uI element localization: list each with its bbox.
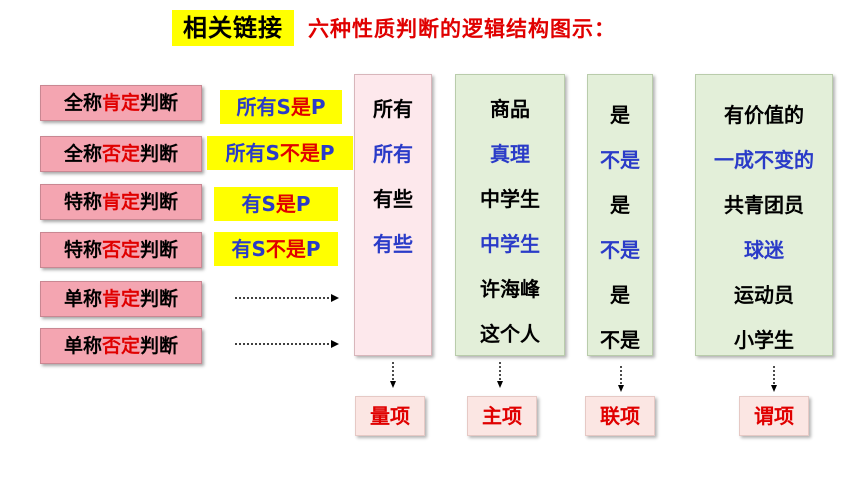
term-copula: 联项 <box>585 396 655 436</box>
page-title: 六种性质判断的逻辑结构图示： <box>308 17 616 41</box>
predicate-item: 小学生 <box>734 328 794 352</box>
judgment-particular-affirmative: 特称肯定判断 <box>40 184 202 220</box>
judgment-particular-negative: 特称否定判断 <box>40 232 202 268</box>
copula-column: 是 不是 是 不是 是 不是 <box>587 74 653 356</box>
formula-all-s-is-p: 所有S是P <box>220 90 342 124</box>
subject-column: 商品 真理 中学生 中学生 许海峰 这个人 <box>455 74 565 356</box>
term-quantifier: 量项 <box>355 396 425 436</box>
judgment-singular-affirmative: 单称肯定判断 <box>40 281 202 317</box>
related-links-label: 相关链接 <box>172 10 294 46</box>
judgment-universal-negative: 全称否定判断 <box>40 136 202 172</box>
predicate-item: 运动员 <box>734 283 794 307</box>
predicate-item: 球迷 <box>744 238 784 262</box>
quantifier-column: 所有 所有 有些 有些 <box>354 74 432 356</box>
quantifier-item: 有些 <box>373 232 413 256</box>
subject-item: 真理 <box>490 142 530 166</box>
term-predicate: 谓项 <box>739 396 809 436</box>
dotted-arrow-down-icon <box>618 366 624 392</box>
copula-item: 不是 <box>600 328 640 352</box>
quantifier-item: 所有 <box>373 97 413 121</box>
predicate-item: 一成不变的 <box>714 148 814 172</box>
formula-some-s-is-not-p: 有S不是P <box>214 232 338 266</box>
quantifier-item: 有些 <box>373 187 413 211</box>
copula-item: 是 <box>610 283 630 307</box>
predicate-item: 共青团员 <box>724 193 804 217</box>
subject-item: 中学生 <box>480 232 540 256</box>
predicate-item: 有价值的 <box>724 103 804 127</box>
dotted-arrow-right-icon <box>235 340 339 348</box>
term-subject: 主项 <box>467 396 537 436</box>
dotted-arrow-down-icon <box>771 366 777 392</box>
formula-all-s-is-not-p: 所有S不是P <box>207 136 353 170</box>
copula-item: 是 <box>610 193 630 217</box>
predicate-column: 有价值的 一成不变的 共青团员 球迷 运动员 小学生 <box>695 74 833 356</box>
copula-item: 不是 <box>600 238 640 262</box>
subject-item: 中学生 <box>480 187 540 211</box>
quantifier-item: 所有 <box>373 142 413 166</box>
dotted-arrow-down-icon <box>390 362 396 388</box>
subject-item: 商品 <box>490 97 530 121</box>
judgment-universal-affirmative: 全称肯定判断 <box>40 85 202 121</box>
dotted-arrow-right-icon <box>235 294 339 302</box>
subject-item: 许海峰 <box>480 277 540 301</box>
subject-item: 这个人 <box>480 322 540 346</box>
dotted-arrow-down-icon <box>497 362 503 388</box>
copula-item: 是 <box>610 103 630 127</box>
copula-item: 不是 <box>600 148 640 172</box>
formula-some-s-is-p: 有S是P <box>214 187 338 221</box>
judgment-singular-negative: 单称否定判断 <box>40 328 202 364</box>
